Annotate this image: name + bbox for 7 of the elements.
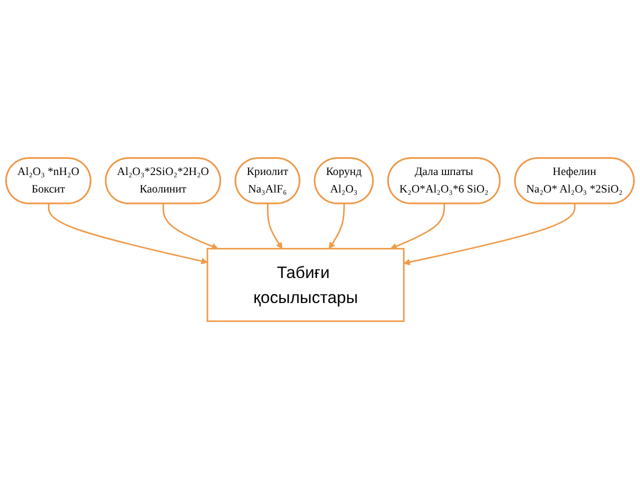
arrow [390, 204, 446, 250]
arrow [404, 204, 576, 266]
arrow [162, 204, 218, 250]
arrow [48, 204, 208, 265]
arrow [267, 204, 282, 250]
arrow [328, 204, 345, 250]
node-box: Табиғи қосылыстары [206, 248, 405, 322]
